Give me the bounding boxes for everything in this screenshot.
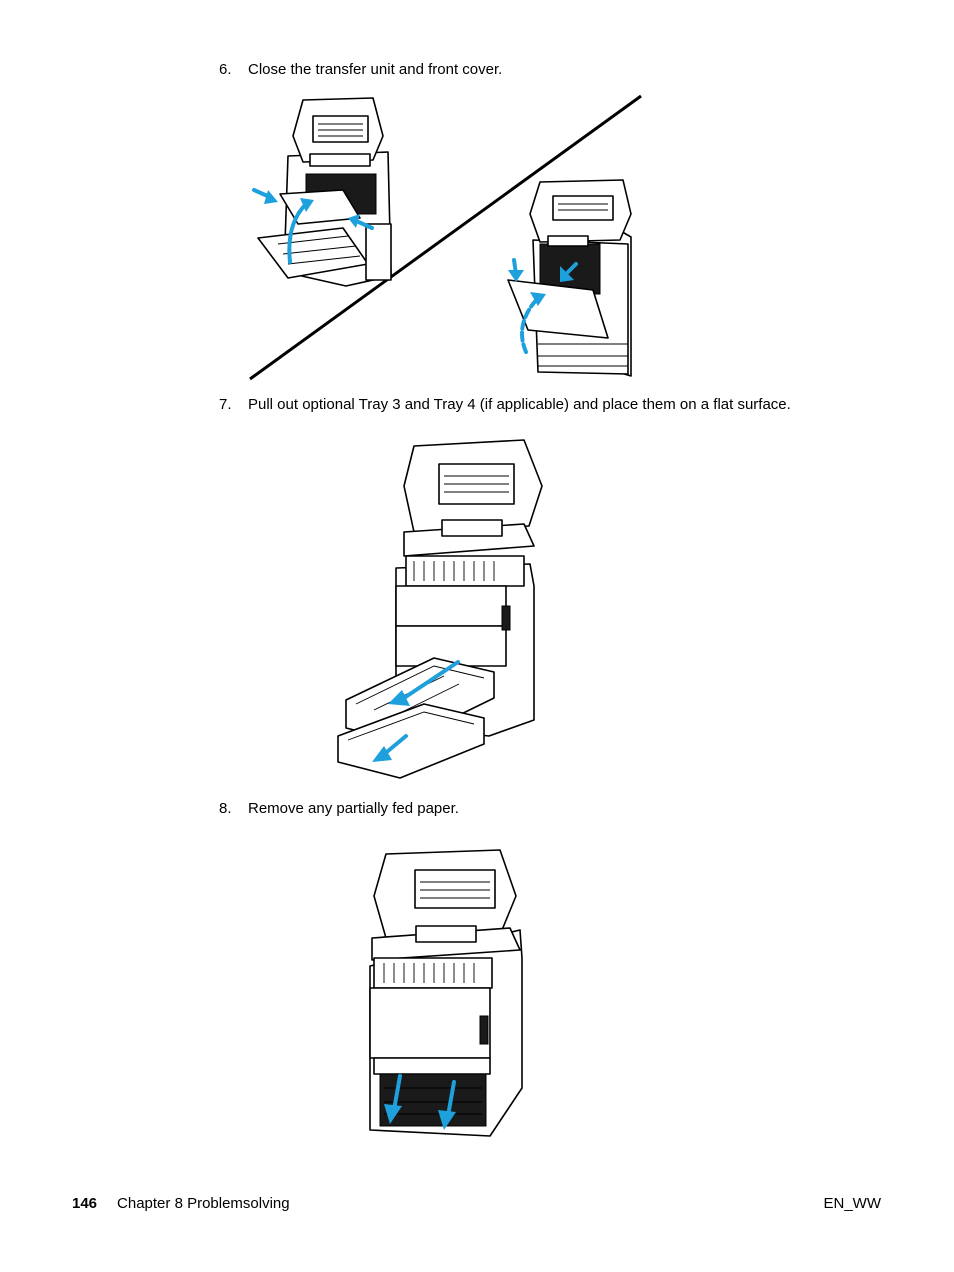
step-text: Pull out optional Tray 3 and Tray 4 (if …	[248, 396, 791, 413]
arrow-down-left	[384, 1074, 402, 1124]
printer-open-transfer-unit	[257, 97, 392, 287]
step-number: 7.	[219, 396, 232, 413]
chapter-title: Chapter 8 Problemsolving	[117, 1195, 290, 1212]
arrow-right-push	[348, 214, 374, 230]
footer-locale: EN_WW	[823, 1195, 882, 1212]
arrow-right-cover	[560, 262, 578, 282]
arrow-push-transfer-unit	[287, 198, 314, 264]
step-number: 8.	[219, 800, 232, 817]
arrow-pull-tray-4	[372, 734, 408, 762]
arrow-left-cover	[508, 258, 524, 282]
step-text: Close the transfer unit and front cover.	[248, 61, 503, 78]
step-8: 8. Remove any partially fed paper.	[219, 800, 459, 818]
arrow-left-push	[252, 188, 278, 204]
arrow-down-right	[438, 1080, 456, 1130]
step-7: 7. Pull out optional Tray 3 and Tray 4 (i…	[219, 396, 791, 414]
step-number: 6.	[219, 61, 232, 78]
illustration-close-transfer-unit	[249, 94, 642, 381]
divider-line	[249, 94, 642, 381]
page-number: 146	[72, 1195, 98, 1212]
step-6: 6. Close the transfer unit and front cove…	[219, 61, 502, 79]
illustration-pull-out-trays	[337, 439, 543, 779]
illustration-remove-partial-paper	[369, 849, 523, 1137]
footer-left: 146 Chapter 8 Problemsolving	[72, 1195, 290, 1213]
arrow-close-front-cover	[520, 292, 546, 354]
step-text: Remove any partially fed paper.	[248, 800, 459, 817]
arrow-pull-tray-3	[388, 660, 460, 706]
printer-body	[369, 849, 523, 1137]
